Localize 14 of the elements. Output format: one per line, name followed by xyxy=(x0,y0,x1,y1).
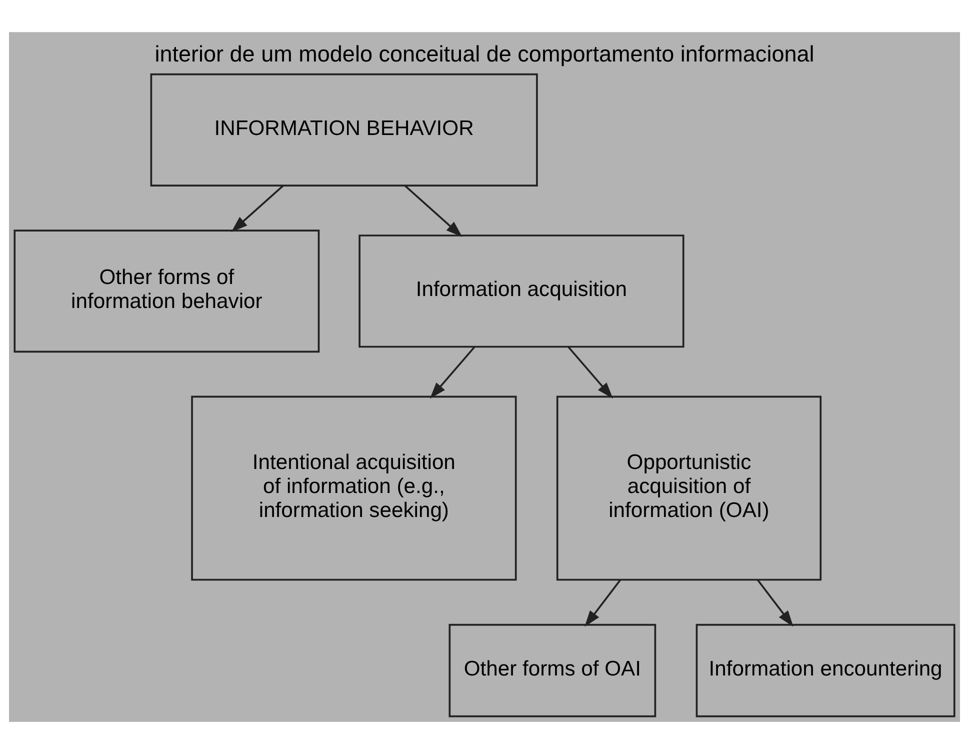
node-box: INFORMATION BEHAVIOR xyxy=(150,73,538,186)
arrow xyxy=(429,346,475,399)
arrow xyxy=(584,579,621,627)
node-box: Information encountering xyxy=(695,624,955,718)
node-box: Other forms of OAI xyxy=(448,624,656,718)
arrow xyxy=(404,185,462,237)
node-box: Intentional acquisition of information (e.g., information seeking) xyxy=(190,396,516,581)
node-box: Information acquisition xyxy=(358,234,684,348)
node-box: Opportunistic acquisition of information (OAI) xyxy=(556,396,822,581)
arrow xyxy=(756,579,793,627)
diagram-title: interior de um modelo conceitual de comportamento informacional xyxy=(154,41,814,66)
arrow xyxy=(230,185,284,232)
arrow xyxy=(567,346,612,399)
node-box: Other forms of information behavior xyxy=(13,230,320,353)
